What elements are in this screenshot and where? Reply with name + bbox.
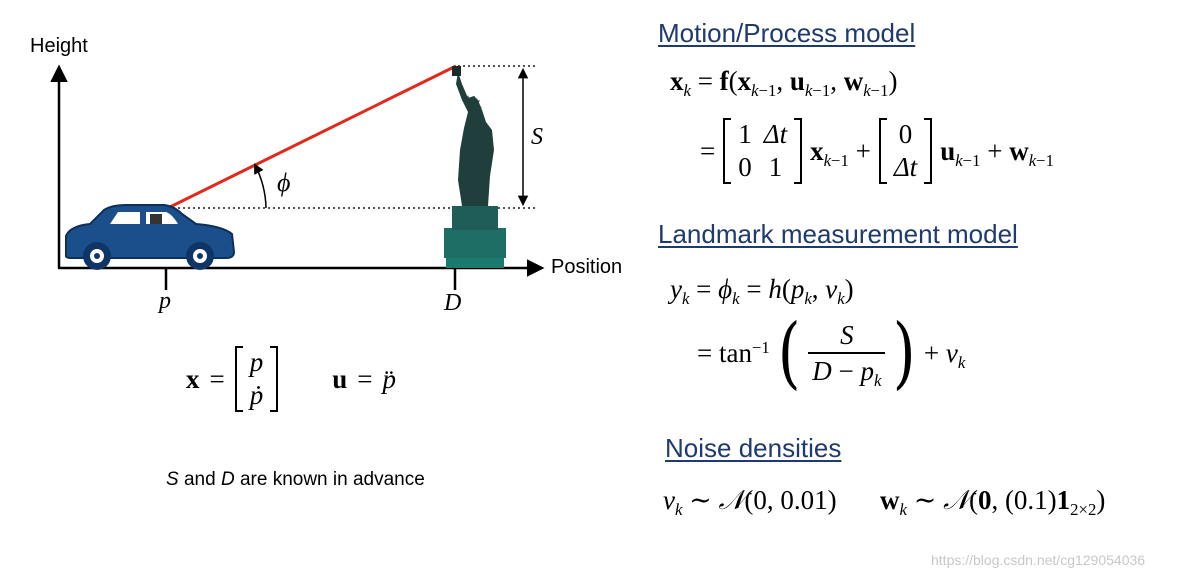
a22: 1 <box>768 152 783 183</box>
landmark-model-heading: Landmark measurement model <box>658 219 1018 249</box>
car-icon <box>65 204 236 270</box>
b1: 0 <box>898 119 913 149</box>
note-rest: are known in advance <box>234 469 425 490</box>
state-vector: p ṗ <box>234 346 279 413</box>
landmark-equation-line2: = tan−1 ( S D − pk ) + vk <box>697 308 966 398</box>
landmark-equation-line1: yk = ϕk = h(pk, vk) <box>670 274 854 308</box>
noise-w: wk ∼ 𝒩(0, (0.1)12×2) <box>880 485 1106 519</box>
vec-bottom: ṗ <box>249 380 264 411</box>
statue-icon <box>444 66 506 268</box>
watermark: https://blog.csdn.net/cg129054036 <box>931 552 1146 568</box>
line-of-sight <box>167 64 457 210</box>
state-vector-definition: x = p ṗ u = p̈ <box>186 346 397 413</box>
angle-arc <box>254 163 267 209</box>
frac-numerator: S <box>808 321 886 354</box>
tan-label: tan <box>718 337 752 368</box>
vec-top: p <box>249 347 264 377</box>
label-S: S <box>531 124 543 150</box>
b2: Δt <box>893 152 918 183</box>
label-D: D <box>444 290 462 316</box>
note-and: and <box>178 469 221 490</box>
u-rhs: p̈ <box>382 363 397 394</box>
fraction: S D − pk <box>808 321 886 388</box>
matrix-B: 0 Δt <box>878 118 933 185</box>
noise-densities-heading: Noise densities <box>665 433 842 463</box>
u-symbol: u <box>332 363 348 394</box>
a21: 0 <box>738 152 752 183</box>
note-s: S <box>166 469 179 490</box>
scene-diagram <box>50 64 545 290</box>
label-phi: ϕ <box>277 168 291 197</box>
x-symbol: x <box>186 363 200 394</box>
y-axis-label: Height <box>30 35 88 57</box>
equals-sign: = <box>209 363 225 394</box>
known-note: S and D are known in advance <box>166 469 425 491</box>
a12: Δt <box>763 119 788 149</box>
note-d: D <box>220 469 235 490</box>
label-p: p <box>159 288 171 314</box>
motion-equation-line1: xk = f(xk−1, uk−1, wk−1) <box>670 66 898 100</box>
equals-sign-2: = <box>357 363 373 394</box>
motion-model-heading: Motion/Process model <box>658 18 916 48</box>
noise-v: vk ∼ 𝒩(0, 0.01) <box>663 485 837 519</box>
x-axis-label: Position <box>551 256 623 278</box>
a11: 1 <box>738 119 752 149</box>
